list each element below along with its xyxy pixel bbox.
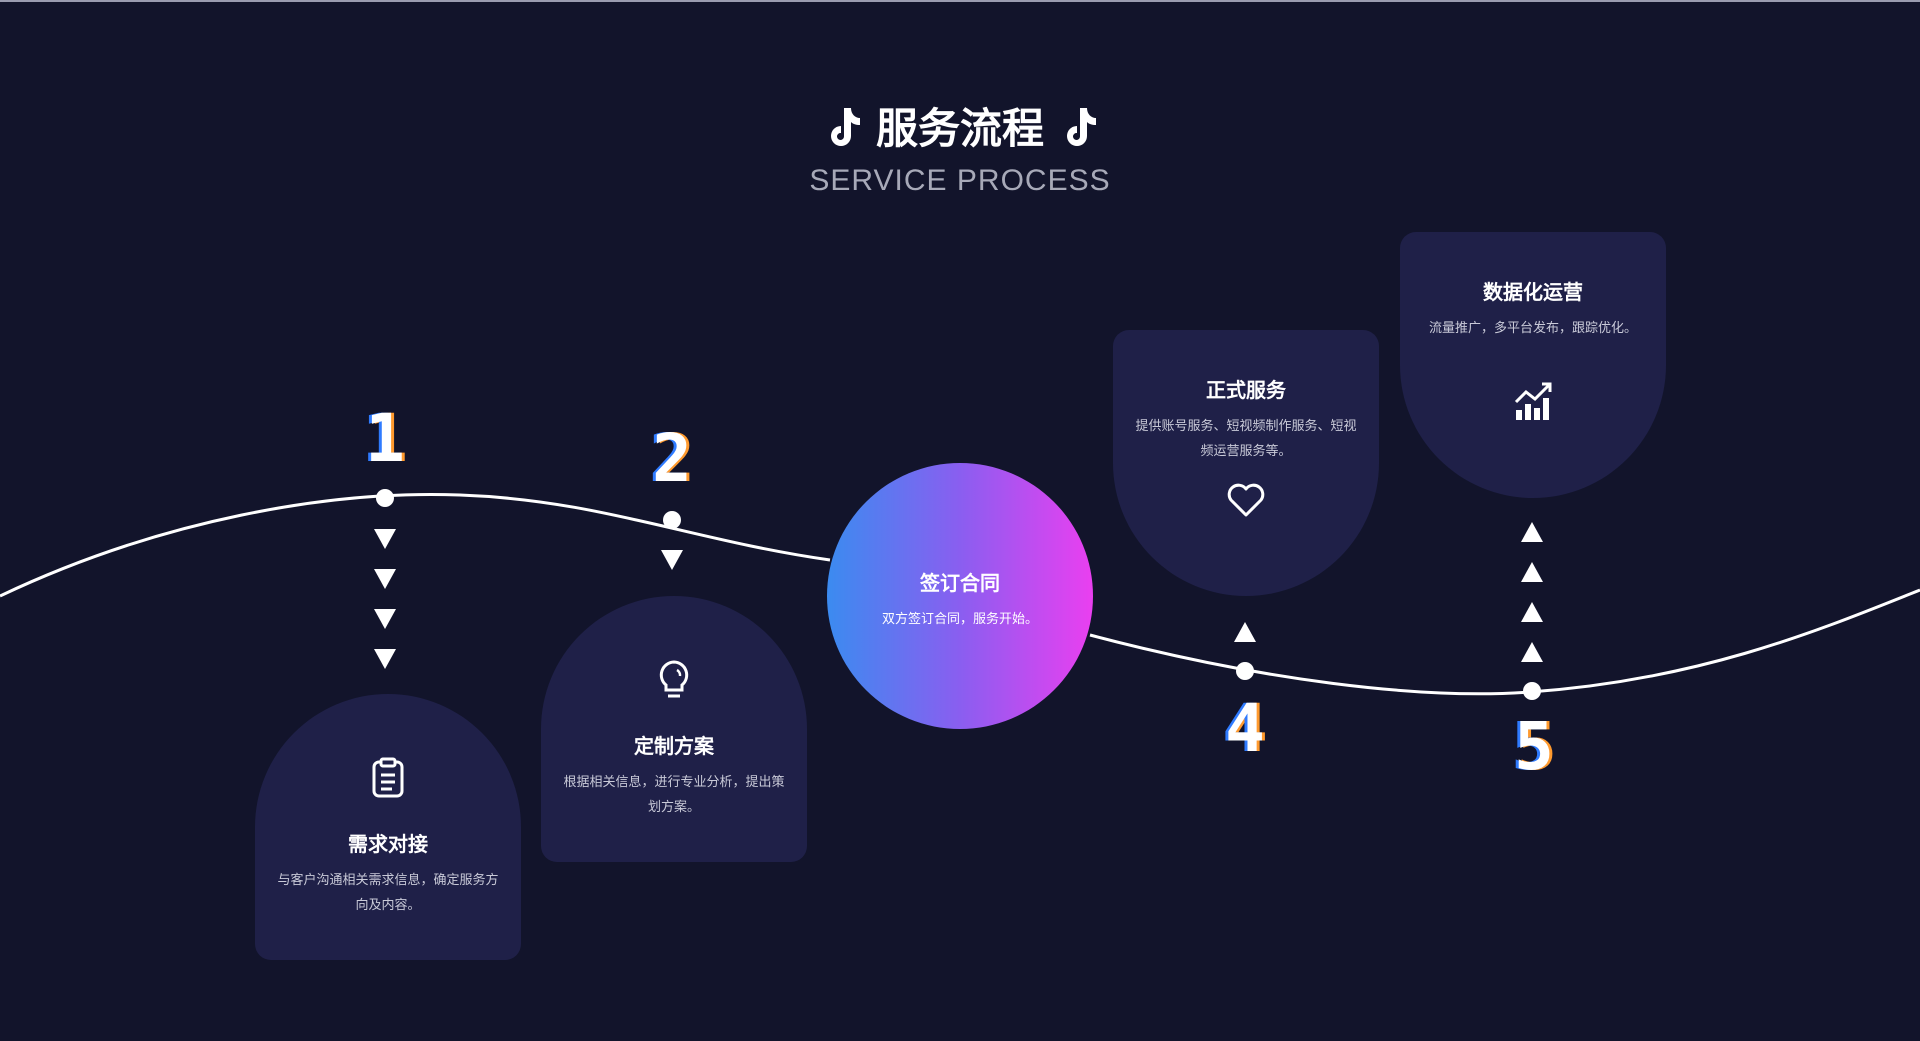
- up-arrow-icon: [1521, 642, 1543, 662]
- down-arrow-icon: [374, 609, 396, 629]
- step-circle-3: 签订合同 双方签订合同，服务开始。: [827, 463, 1093, 729]
- step-title: 数据化运营: [1483, 282, 1583, 304]
- step-number-2: 2: [652, 420, 692, 497]
- step-description: 与客户沟通相关需求信息，确定服务方向及内容。: [277, 872, 499, 912]
- step-description: 根据相关信息，进行专业分析，提出策划方案。: [563, 774, 785, 814]
- tiktok-note-icon: [1067, 107, 1096, 146]
- step-number-1: 1: [365, 400, 405, 477]
- curve-node-1: [376, 489, 394, 507]
- chart-growth-icon: [1514, 382, 1552, 420]
- tiktok-note-icon: [830, 107, 860, 146]
- step-card-5: 数据化运营 流量推广，多平台发布，跟踪优化。: [1400, 232, 1666, 498]
- down-arrow-icon: [374, 649, 396, 669]
- up-arrow-icon: [1521, 522, 1543, 542]
- step-title: 定制方案: [634, 736, 714, 758]
- down-arrow-icon: [661, 550, 683, 570]
- down-arrow-icon: [374, 569, 396, 589]
- step-card-4: 正式服务 提供账号服务、短视频制作服务、短视频运营服务等。: [1113, 330, 1379, 596]
- curve-node-2: [663, 511, 681, 529]
- step-card-2: 定制方案 根据相关信息，进行专业分析，提出策划方案。: [541, 596, 807, 862]
- lightbulb-icon: [659, 660, 689, 698]
- step-description: 提供账号服务、短视频制作服务、短视频运营服务等。: [1135, 418, 1357, 458]
- curve-node-5: [1523, 682, 1541, 700]
- up-arrow-icon: [1521, 602, 1543, 622]
- step-card-1: 需求对接 与客户沟通相关需求信息，确定服务方向及内容。: [255, 694, 521, 960]
- top-border-line: [0, 0, 1920, 2]
- step-title: 正式服务: [1206, 380, 1286, 402]
- heart-icon: [1227, 483, 1265, 517]
- step-number-5: 5: [1514, 708, 1554, 785]
- step-description: 双方签订合同，服务开始。: [881, 611, 1038, 626]
- down-arrow-icon: [374, 529, 396, 549]
- section-header: 服务流程 SERVICE PROCESS: [0, 95, 1920, 198]
- step-title: 签订合同: [920, 573, 1000, 595]
- clipboard-icon: [372, 757, 404, 798]
- curve-node-4: [1236, 662, 1254, 680]
- step-title: 需求对接: [348, 834, 428, 856]
- section-title: 服务流程: [822, 95, 1098, 156]
- up-arrow-icon: [1234, 622, 1256, 642]
- step-number-4: 4: [1225, 690, 1265, 767]
- step-description: 流量推广，多平台发布，跟踪优化。: [1428, 320, 1637, 335]
- title-text: 服务流程: [875, 105, 1044, 152]
- up-arrow-icon: [1521, 562, 1543, 582]
- section-subtitle: SERVICE PROCESS: [809, 164, 1111, 197]
